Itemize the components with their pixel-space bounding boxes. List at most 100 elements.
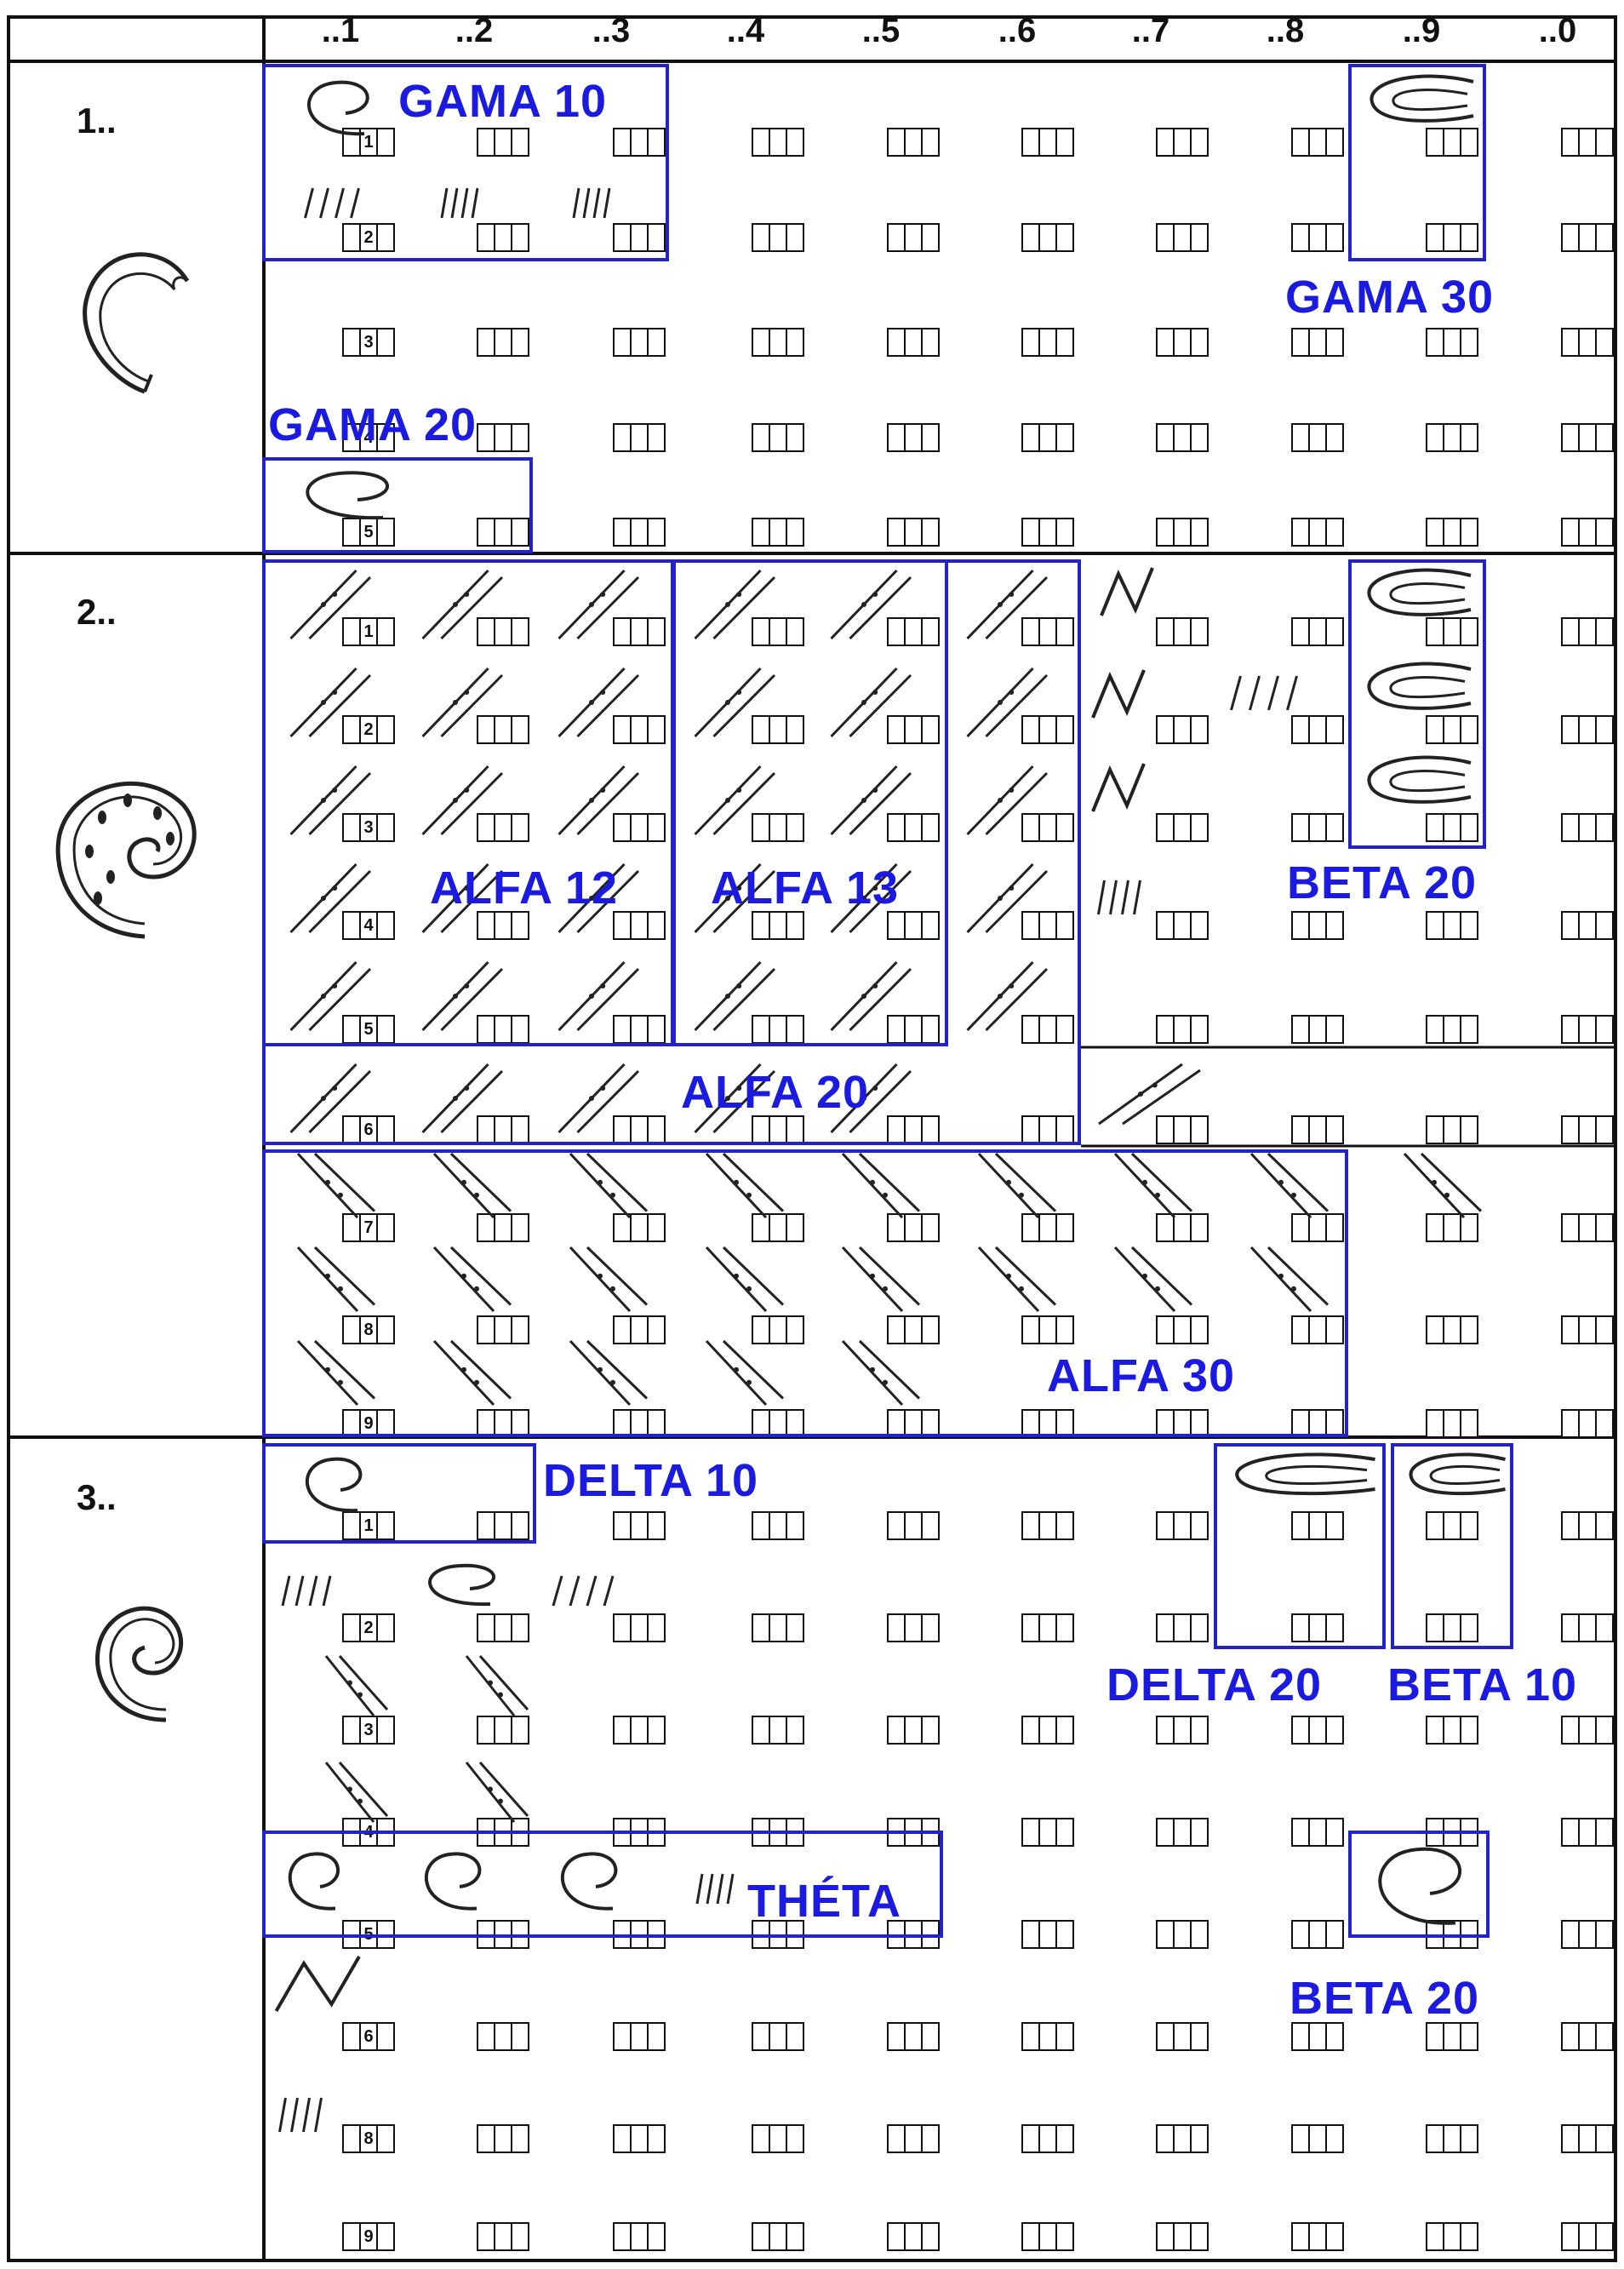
loop-symbol-icon xyxy=(1367,662,1472,710)
code-cell xyxy=(1291,1511,1344,1540)
zone-label-gama-30: GAMA 30 xyxy=(1285,272,1495,323)
whorl-symbol-icon xyxy=(305,1457,363,1513)
code-cell xyxy=(1156,1409,1209,1438)
ridge-symbol-icon xyxy=(841,1246,921,1313)
code-cell xyxy=(1561,1716,1614,1745)
zone-label-delta-10: DELTA 10 xyxy=(543,1455,759,1506)
code-cell xyxy=(1021,813,1074,842)
code-cell xyxy=(752,2222,804,2251)
code-cell xyxy=(1156,2222,1209,2251)
section-header-2: 2.. xyxy=(77,592,117,632)
ridge-symbol-icon xyxy=(421,569,504,640)
zone-label-gama-20: GAMA 20 xyxy=(268,399,477,450)
code-cell xyxy=(477,2124,529,2153)
zone-label-alfa-13: ALFA 13 xyxy=(711,862,900,914)
code-cell xyxy=(1156,223,1209,252)
code-cell xyxy=(1291,911,1344,940)
code-cell xyxy=(1291,2124,1344,2153)
ridge-symbol-icon xyxy=(558,960,640,1032)
code-cell xyxy=(1426,1115,1478,1144)
code-cell xyxy=(887,1315,940,1344)
code-cell xyxy=(752,1315,804,1344)
ridge-symbol-icon xyxy=(841,1152,921,1219)
code-cell xyxy=(1156,1015,1209,1044)
code-cell xyxy=(477,328,529,357)
zigzag-symbol-icon xyxy=(1091,763,1146,812)
code-cell xyxy=(613,223,666,252)
code-cell xyxy=(887,423,940,452)
ridge-symbol-icon xyxy=(841,1339,921,1407)
code-cell xyxy=(1021,328,1074,357)
code-cell xyxy=(1426,1511,1478,1540)
code-cell xyxy=(477,2022,529,2051)
code-cell xyxy=(1426,1315,1478,1344)
zone-label-beta-20-bottom: BETA 20 xyxy=(1289,1973,1480,2024)
code-cell xyxy=(1021,2124,1074,2153)
ridge-symbol-icon xyxy=(966,667,1049,738)
row-number: 9 xyxy=(361,1411,378,1436)
column-header-1: ..1 xyxy=(321,12,360,49)
ridge-symbol-icon xyxy=(694,569,776,640)
row-number: 5 xyxy=(361,1017,378,1042)
code-cell: 7 xyxy=(342,1213,395,1242)
code-cell xyxy=(752,518,804,547)
code-cell xyxy=(1156,518,1209,547)
code-cell: 5 xyxy=(342,1015,395,1044)
code-cell xyxy=(752,1409,804,1438)
code-cell xyxy=(1021,423,1074,452)
ridge-symbol-icon xyxy=(569,1339,649,1407)
ridge-symbol-icon xyxy=(296,1339,376,1407)
ridge-symbol-icon xyxy=(966,960,1049,1032)
code-cell xyxy=(887,617,940,646)
code-cell xyxy=(613,1409,666,1438)
ridge-symbol-icon xyxy=(558,1063,640,1134)
code-cell xyxy=(1291,1716,1344,1745)
code-cell xyxy=(752,223,804,252)
ridge-symbol-icon xyxy=(296,1152,376,1219)
code-cell xyxy=(1291,2222,1344,2251)
code-cell xyxy=(1156,1511,1209,1540)
code-cell: 2 xyxy=(342,715,395,744)
code-cell xyxy=(477,518,529,547)
row-number: 5 xyxy=(361,519,378,545)
ridge-symbol-icon xyxy=(421,667,504,738)
code-cell xyxy=(1021,911,1074,940)
code-cell xyxy=(887,1115,940,1144)
code-cell xyxy=(1561,813,1614,842)
code-cell: 8 xyxy=(342,2124,395,2153)
column-header-8: ..8 xyxy=(1266,12,1305,49)
code-cell xyxy=(477,911,529,940)
code-cell xyxy=(613,128,666,157)
elongated-loop-symbol-icon xyxy=(1235,1453,1375,1496)
column-header-7: ..7 xyxy=(1131,12,1170,49)
code-cell xyxy=(1561,1511,1614,1540)
code-cell xyxy=(613,911,666,940)
code-cell xyxy=(1291,518,1344,547)
dash-ridge-symbol-icon xyxy=(440,187,479,219)
code-cell xyxy=(613,1613,666,1642)
code-cell xyxy=(752,1015,804,1044)
code-cell: 2 xyxy=(342,1613,395,1642)
code-cell xyxy=(887,1409,940,1438)
ridge-symbol-icon xyxy=(694,960,776,1032)
zone-beta-10-box xyxy=(1391,1443,1513,1649)
zone-delta-10-box xyxy=(262,1443,536,1544)
ridge-symbol-icon xyxy=(1403,1152,1483,1219)
code-cell xyxy=(887,223,940,252)
ridge-symbol-icon xyxy=(465,1655,529,1716)
row-number: 1 xyxy=(361,129,378,155)
code-cell xyxy=(1291,1920,1344,1949)
zone-label-theta: THÉTA xyxy=(747,1876,901,1927)
ridge-symbol-icon xyxy=(569,1246,649,1313)
code-cell xyxy=(752,1115,804,1144)
ridge-symbol-icon xyxy=(1113,1152,1193,1219)
code-cell xyxy=(1021,1613,1074,1642)
code-cell xyxy=(613,328,666,357)
code-cell: 2 xyxy=(342,223,395,252)
column-header-9: ..9 xyxy=(1402,12,1441,49)
code-cell xyxy=(477,223,529,252)
dotted-whorl-symbol-icon xyxy=(560,1852,618,1911)
row-number: 6 xyxy=(361,2024,378,2049)
code-cell xyxy=(1291,423,1344,452)
